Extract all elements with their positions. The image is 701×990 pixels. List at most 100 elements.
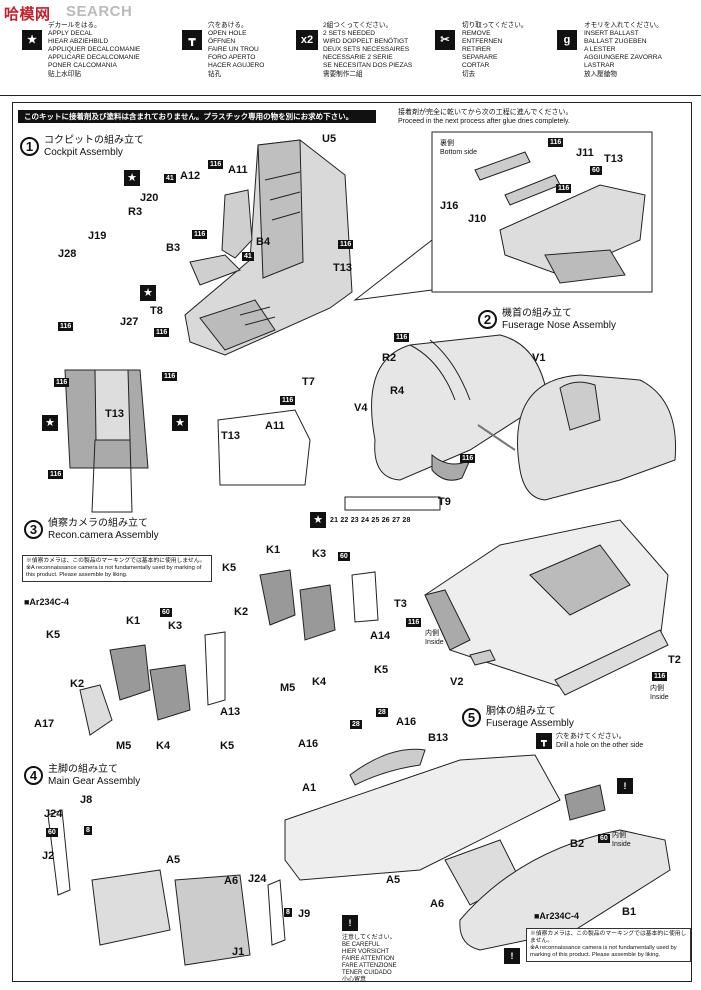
part-label: V2 bbox=[450, 676, 464, 688]
step-4-number: 4 bbox=[24, 766, 43, 785]
inside-label-b2: 内側 Inside bbox=[612, 832, 631, 848]
step-1-number: 1 bbox=[20, 137, 39, 156]
part-number-tag: 60 bbox=[160, 608, 172, 617]
part-label: K5 bbox=[46, 629, 61, 641]
part-number-tag: 41 bbox=[242, 252, 254, 261]
decal-number: 23 bbox=[350, 517, 359, 524]
step-5-number: 5 bbox=[462, 708, 481, 727]
decal-number: 28 bbox=[402, 517, 411, 524]
decal-number: 24 bbox=[361, 517, 370, 524]
step-2-title-jp: 機首の組み立て bbox=[502, 308, 572, 319]
part-label: K5 bbox=[222, 562, 237, 574]
part-number-tag: 116 bbox=[652, 672, 668, 681]
part-label: J27 bbox=[120, 316, 139, 328]
careful-icon: ! bbox=[342, 915, 358, 931]
watermark-text: SEARCH bbox=[66, 3, 133, 20]
watermark-logo: 哈模网 bbox=[4, 6, 51, 23]
part-number-tag: 116 bbox=[54, 378, 70, 387]
part-label: A16 bbox=[396, 716, 417, 728]
part-label: J19 bbox=[88, 230, 107, 242]
step-3-title-jp: 偵察カメラの組み立て bbox=[48, 518, 148, 529]
part-label: K5 bbox=[374, 664, 389, 676]
part-label: K4 bbox=[156, 740, 171, 752]
part-number-tag: 8 bbox=[84, 826, 92, 835]
part-label: K5 bbox=[220, 740, 235, 752]
step-5-title-jp: 胴体の組み立て bbox=[486, 706, 556, 717]
part-number-tag: 8 bbox=[284, 908, 292, 917]
ballast-icon: g bbox=[557, 30, 577, 50]
part-label: A14 bbox=[370, 630, 391, 642]
part-label: J1 bbox=[232, 946, 245, 958]
part-label: B1 bbox=[622, 906, 637, 918]
part-label: B3 bbox=[166, 242, 181, 254]
part-label: K2 bbox=[234, 606, 249, 618]
step-5-title-en: Fuserage Assembly bbox=[486, 718, 574, 729]
part-label: K3 bbox=[168, 620, 183, 632]
part-label: B4 bbox=[256, 236, 271, 248]
part-label: V1 bbox=[532, 352, 546, 364]
legend-x2: 2組つくってください。 2 SETS NEEDED WIRD DOPPELT B… bbox=[323, 22, 413, 78]
part-number-tag: 60 bbox=[598, 834, 610, 843]
part-number-tag: 116 bbox=[154, 328, 170, 337]
part-label: J10 bbox=[468, 213, 487, 225]
decal-star-icon-s1a: ★ bbox=[124, 170, 140, 186]
x2-icon: x2 bbox=[296, 30, 318, 50]
decal-star-icon-s1d: ★ bbox=[172, 415, 188, 431]
part-label: A13 bbox=[220, 706, 241, 718]
part-label: U5 bbox=[322, 133, 337, 145]
part-number-tag: 116 bbox=[192, 230, 208, 239]
camera-note-1: ※偵察カメラは、この製品のマーキングでは基本的に使用しません。 ※A recon… bbox=[22, 555, 212, 582]
part-number-tag: 116 bbox=[394, 333, 410, 342]
part-label: K1 bbox=[126, 615, 141, 627]
part-number-tag: 116 bbox=[162, 372, 178, 381]
part-label: A5 bbox=[166, 854, 181, 866]
step-4-title-en: Main Gear Assembly bbox=[48, 776, 141, 787]
step-2-title: 機首の組み立て Fuserage Nose Assembly bbox=[502, 308, 616, 332]
legend-ballast: オモリを入れてください。 INSERT BALLAST BALLAST ZUGE… bbox=[584, 22, 663, 78]
variant-label-1: ■Ar234C-4 bbox=[24, 597, 69, 607]
step-4-title-jp: 主脚の組み立て bbox=[48, 764, 118, 775]
part-label: A17 bbox=[34, 718, 55, 730]
part-label: M5 bbox=[280, 682, 296, 694]
part-label: T9 bbox=[438, 496, 451, 508]
drill-icon: ┳ bbox=[182, 30, 202, 50]
step-5-title: 胴体の組み立て Fuserage Assembly bbox=[486, 706, 574, 730]
part-label: A5 bbox=[386, 874, 401, 886]
part-number-tag: 116 bbox=[208, 160, 224, 169]
part-number-tag: 116 bbox=[460, 454, 476, 463]
part-label: R3 bbox=[128, 206, 143, 218]
part-label: B13 bbox=[428, 732, 449, 744]
instruction-frame bbox=[12, 102, 692, 982]
part-label: K4 bbox=[312, 676, 327, 688]
step-1-title-jp: コクピットの組み立て bbox=[44, 135, 144, 146]
part-label: K2 bbox=[70, 678, 85, 690]
part-label: T13 bbox=[333, 262, 352, 274]
step-3-title: 偵察カメラの組み立て Recon.camera Assembly bbox=[48, 518, 159, 542]
part-label: J11 bbox=[576, 147, 594, 159]
drill-hole-icon: ┳ bbox=[536, 733, 552, 749]
decal-star-icon: ★ bbox=[22, 30, 42, 50]
legend-drill: 穴をあける。 OPEN HOLE ÖFFNEN FAIRE UN TROU FO… bbox=[208, 22, 265, 78]
decal-star-icon-s1b: ★ bbox=[140, 285, 156, 301]
step-2-number: 2 bbox=[478, 310, 497, 329]
part-number-tag: 28 bbox=[350, 720, 362, 729]
inside-label-t2: 内側 Inside bbox=[650, 685, 669, 701]
bottom-side-label: 裏側 Bottom side bbox=[440, 140, 477, 156]
part-label: T13 bbox=[105, 408, 124, 420]
part-number-tag: 28 bbox=[376, 708, 388, 717]
adhesive-banner: このキットに接着剤及び塗料は含まれておりません。プラスチック専用の物を別にお求め… bbox=[18, 110, 376, 123]
part-label: T8 bbox=[150, 305, 163, 317]
part-number-tag: 116 bbox=[58, 322, 74, 331]
step-3-number: 3 bbox=[24, 520, 43, 539]
part-label: J16 bbox=[440, 200, 459, 212]
step-1-title: コクピットの組み立て Cockpit Assembly bbox=[44, 135, 144, 159]
careful-note: 注意してください。 BE CAREFUL HIER VORSICHT FAIRE… bbox=[342, 935, 397, 983]
decal-star-icon-step2: ★ bbox=[310, 512, 326, 528]
part-label: K3 bbox=[312, 548, 327, 560]
decal-number: 26 bbox=[381, 517, 390, 524]
part-label: T3 bbox=[394, 598, 407, 610]
part-label: J9 bbox=[298, 908, 311, 920]
decal-star-icon-s1c: ★ bbox=[42, 415, 58, 431]
inside-label-t3: 内側 Inside bbox=[425, 630, 444, 646]
part-label: T7 bbox=[302, 376, 315, 388]
